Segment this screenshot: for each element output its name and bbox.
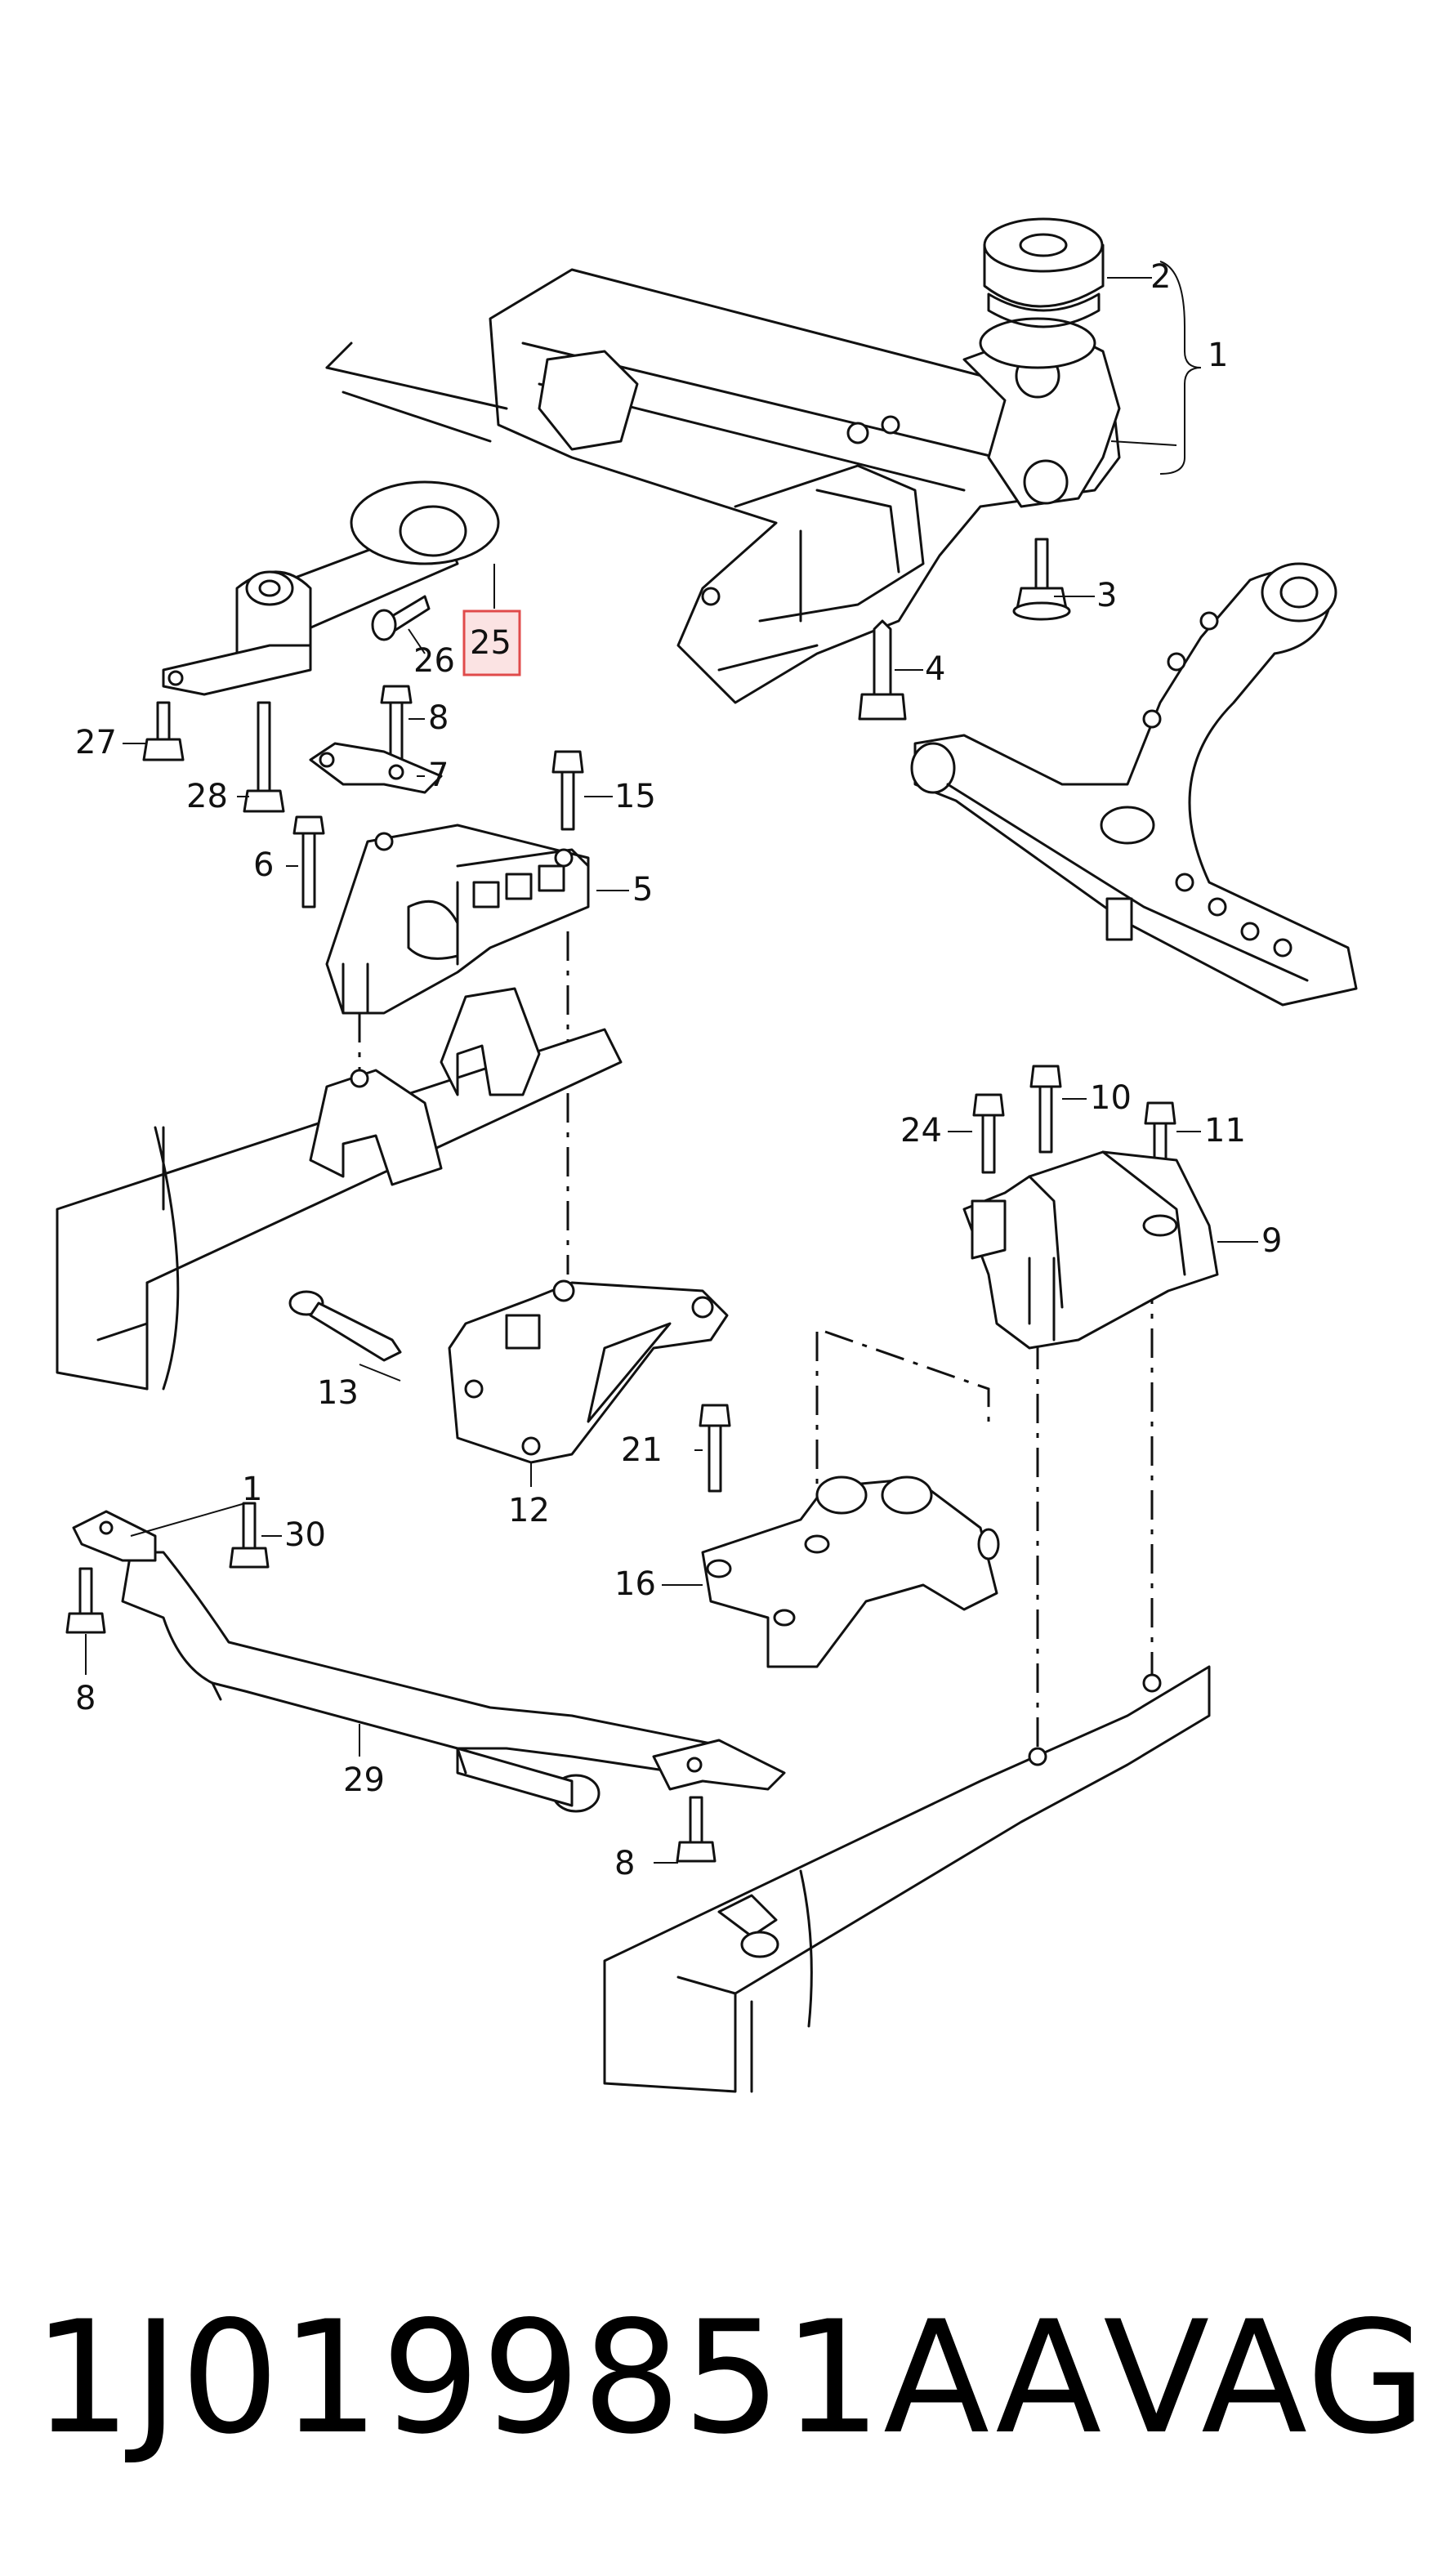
callout-30: 30 [284,1516,326,1554]
assembly-guide-lines [358,931,1154,1757]
control-arm [910,562,1358,1007]
exploded-parts-diagram: 2 1 3 4 26 25 27 28 8 7 15 6 5 10 24 11 … [56,217,1358,2093]
callout-5: 5 [632,871,653,909]
right-chassis-rail [603,1665,1211,2093]
bolt-part-8-top [380,685,413,770]
bolt-part-13 [288,1290,402,1362]
callout-1: 1 [1208,337,1228,374]
callout-13: 13 [317,1374,359,1412]
callout-8-top: 8 [428,699,449,737]
rubber-bushing-part-2 [983,217,1105,328]
bolt-part-8-right [676,1796,717,1863]
callout-8-right: 8 [614,1845,635,1882]
pendulum-mount-part-25 [162,480,500,696]
bolt-part-15 [551,750,584,831]
callout-26: 26 [413,642,455,680]
leader-lines [85,261,1258,1864]
gearbox-bracket-part-16 [701,1476,1000,1668]
callout-29: 29 [343,1761,385,1799]
crossmember-part-29 [121,1551,786,1813]
callout-9: 9 [1261,1222,1282,1260]
subframe-right-mount [962,317,1121,508]
bolt-part-27 [142,701,185,761]
callout-11: 11 [1204,1112,1246,1150]
caption-bar: 1J0199851AA VAG [0,2255,1451,2500]
callout-25: 25 [470,624,511,662]
left-chassis-rail [56,987,623,1391]
callout-16: 16 [614,1565,656,1603]
callout-1-lower: 1 [242,1471,262,1508]
bolt-part-21 [699,1404,731,1493]
callout-15: 15 [614,778,656,815]
highlight-box-part-25 [462,609,521,676]
bolt-part-24 [972,1093,1005,1174]
callout-7: 7 [428,757,449,794]
part-number: 1J0199851AA [33,2287,1104,2468]
bolt-part-4 [858,619,907,721]
bolt-part-3 [1012,538,1071,621]
bolt-part-30 [229,1502,270,1569]
callout-12: 12 [508,1492,550,1529]
bolt-part-26 [371,595,431,641]
callout-28: 28 [186,778,228,815]
callout-labels: 2 1 3 4 26 25 27 28 8 7 15 6 5 10 24 11 … [75,258,1282,1882]
bracket-part-7 [309,742,443,794]
bolt-part-28 [243,701,285,813]
callout-24: 24 [900,1112,942,1150]
bolt-part-6 [292,815,325,909]
brand-name: VAG [1103,2287,1429,2468]
bolt-part-10 [1029,1065,1062,1154]
bracket-part-12 [448,1279,729,1464]
callout-2: 2 [1150,258,1171,296]
callout-27: 27 [75,724,117,761]
callout-6: 6 [253,846,274,884]
callout-3: 3 [1096,577,1117,614]
callout-21: 21 [621,1431,663,1469]
engine-mount-part-5 [325,824,590,1015]
callout-4: 4 [925,650,945,688]
callout-8-left: 8 [75,1680,96,1717]
callout-10: 10 [1090,1079,1132,1117]
bracket-part-1-lower [72,1510,157,1562]
bolt-part-8-left [65,1567,106,1634]
gearbox-mount-part-9 [962,1150,1219,1350]
